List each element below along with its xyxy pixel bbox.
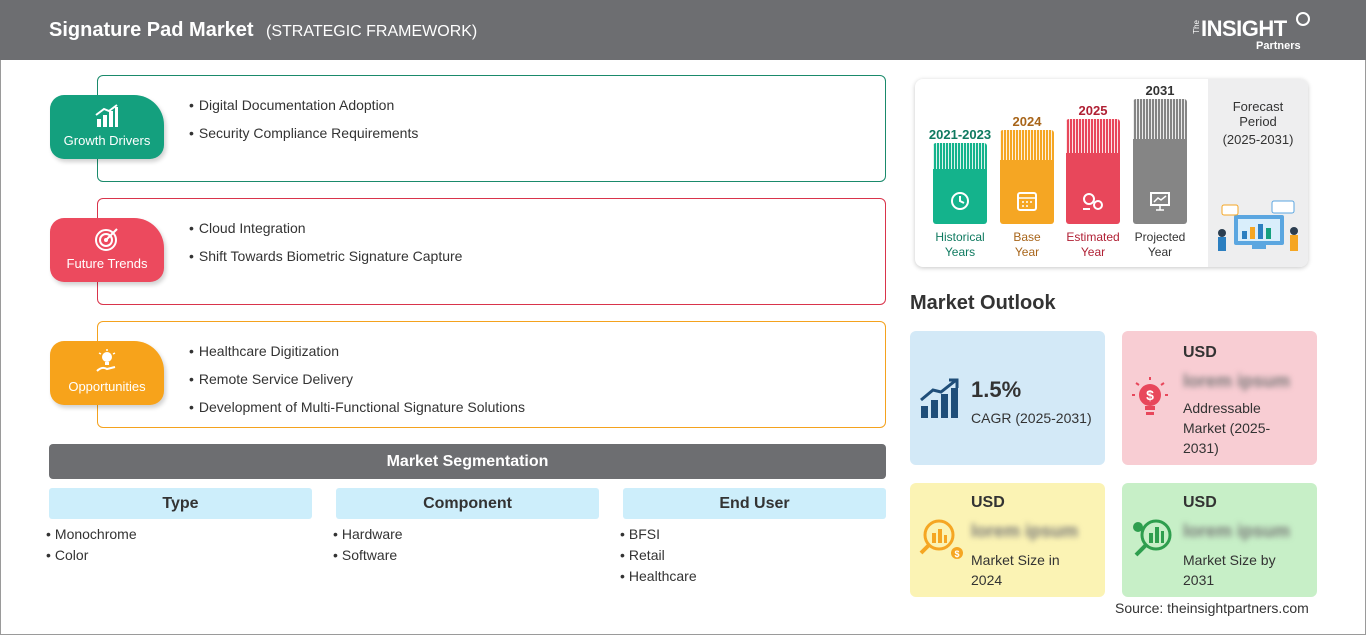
addressable-market-card: USD lorem ipsum $ Addressable Market (20… <box>1122 331 1317 465</box>
future-trends-box: Cloud Integration Shift Towards Biometri… <box>97 198 886 305</box>
segment-end-user: End User BFSI Retail Healthcare <box>623 488 886 589</box>
forecast-bar <box>1133 99 1187 224</box>
list-item: Monochrome <box>46 526 312 547</box>
list-item: Healthcare Digitization <box>189 343 525 371</box>
dollar-bulb-icon: $ <box>1132 377 1168 415</box>
growth-chart-icon <box>95 104 118 127</box>
coin-magnifier-icon: $ <box>919 519 963 559</box>
header-bar: Signature Pad Market (STRATEGIC FRAMEWOR… <box>0 0 1366 60</box>
list-item: Retail <box>620 547 886 568</box>
bar-label-line2: Year <box>1014 245 1040 259</box>
bar-label-line1: Estimated <box>1066 230 1120 244</box>
list-item: Security Compliance Requirements <box>189 125 418 153</box>
bar-label-line1: Base <box>1013 230 1041 244</box>
cagr-card: 1.5% CAGR (2025-2031) <box>910 331 1105 465</box>
opportunities-label: Opportunities <box>68 379 146 394</box>
segment-type: Type Monochrome Color <box>49 488 312 568</box>
bar-label-line2: Year <box>1080 245 1106 259</box>
svg-text:$: $ <box>1146 387 1154 403</box>
chart-magnifier-icon <box>1133 519 1172 557</box>
list-item: Cloud Integration <box>189 220 462 248</box>
source-credit: Source: theinsightpartners.com <box>1115 600 1309 616</box>
market-size-2024-card: USD lorem ipsum $ Market Size in 2024 <box>910 483 1105 597</box>
svg-text:$: $ <box>954 549 959 559</box>
opportunities-box: Healthcare Digitization Remote Service D… <box>97 321 886 428</box>
bar-stripes <box>933 143 987 169</box>
bar-year-label: 2025 <box>1078 103 1108 118</box>
growth-drivers-label: Growth Drivers <box>63 133 151 148</box>
growth-drivers-box: Digital Documentation Adoption Security … <box>97 75 886 182</box>
future-trends-tag: Future Trends <box>50 218 164 282</box>
size2024-label: Market Size in 2024 <box>971 552 1060 588</box>
segmentation-title: Market Segmentation <box>49 444 886 479</box>
bar-growth-icon <box>920 378 959 418</box>
insight-partners-logo[interactable]: The INSIGHT Partners <box>1192 10 1312 54</box>
size2031-label: Market Size by 2031 <box>1183 552 1276 588</box>
forecast-bar <box>1000 130 1054 224</box>
bar-label-line1: Historical <box>935 230 985 244</box>
size2024-value: lorem ipsum <box>971 521 1079 541</box>
list-item: BFSI <box>620 526 886 547</box>
page-subtitle: (STRATEGIC FRAMEWORK) <box>266 23 478 40</box>
history-icon <box>951 192 969 210</box>
list-item: Healthcare <box>620 568 886 589</box>
bar-year-label: 2024 <box>1012 114 1042 129</box>
page-title: Signature Pad Market <box>49 19 254 41</box>
gears-icon <box>1083 193 1103 210</box>
forecast-period-panel: Forecast Period (2025-2031) <box>1208 79 1308 267</box>
list-item: Digital Documentation Adoption <box>189 97 418 125</box>
addressable-value: lorem ipsum <box>1183 371 1291 391</box>
logo-insight: INSIGHT <box>1201 16 1287 41</box>
segment-component: Component Hardware Software <box>336 488 599 568</box>
size2031-value: lorem ipsum <box>1183 521 1291 541</box>
size2024-usd: USD <box>971 494 1005 511</box>
forecast-bar <box>933 143 987 224</box>
cagr-label: CAGR (2025-2031) <box>971 410 1092 426</box>
forecast-bar <box>1066 119 1120 224</box>
target-icon <box>95 228 118 251</box>
forecast-line2: Period <box>1239 114 1277 129</box>
segment-header: Type <box>49 488 312 519</box>
bar-year-label: 2031 <box>1145 83 1175 98</box>
idea-hand-icon <box>96 349 116 372</box>
logo-ring <box>1296 12 1310 26</box>
list-item: Color <box>46 547 312 568</box>
bar-stripes <box>1000 130 1054 160</box>
logo-the: The <box>1192 20 1201 34</box>
cagr-value: 1.5% <box>971 377 1022 402</box>
list-item: Shift Towards Biometric Signature Captur… <box>189 248 463 276</box>
bar-label-line2: Year <box>1147 245 1173 259</box>
addressable-usd: USD <box>1183 344 1217 361</box>
growth-drivers-tag: Growth Drivers <box>50 95 164 159</box>
logo-partners: Partners <box>1256 40 1301 52</box>
forecast-line3: (2025-2031) <box>1222 132 1294 147</box>
forecast-line1: Forecast <box>1232 99 1284 114</box>
size2031-usd: USD <box>1183 494 1217 511</box>
market-outlook-title: Market Outlook <box>910 292 1056 314</box>
segment-header: Component <box>336 488 599 519</box>
list-item: Hardware <box>333 526 599 547</box>
segment-header: End User <box>623 488 886 519</box>
opportunities-tag: Opportunities <box>50 341 164 405</box>
calendar-icon <box>1017 192 1037 211</box>
market-size-2031-card: USD lorem ipsum Market Size by 2031 <box>1122 483 1317 597</box>
future-trends-label: Future Trends <box>66 256 148 271</box>
addressable-label: Addressable Market (2025-2031) <box>1183 400 1271 456</box>
bar-label-line1: Projected <box>1134 230 1186 244</box>
bar-stripes <box>1133 99 1187 139</box>
bar-stripes <box>1066 119 1120 153</box>
presentation-icon <box>1150 192 1170 211</box>
list-item: Software <box>333 547 599 568</box>
list-item: Development of Multi-Functional Signatur… <box>189 399 525 427</box>
bar-year-label: 2021-2023 <box>928 127 992 142</box>
analyst-illustration-icon <box>1218 200 1298 251</box>
list-item: Remote Service Delivery <box>189 371 525 399</box>
bar-label-line2: Years <box>944 245 976 259</box>
